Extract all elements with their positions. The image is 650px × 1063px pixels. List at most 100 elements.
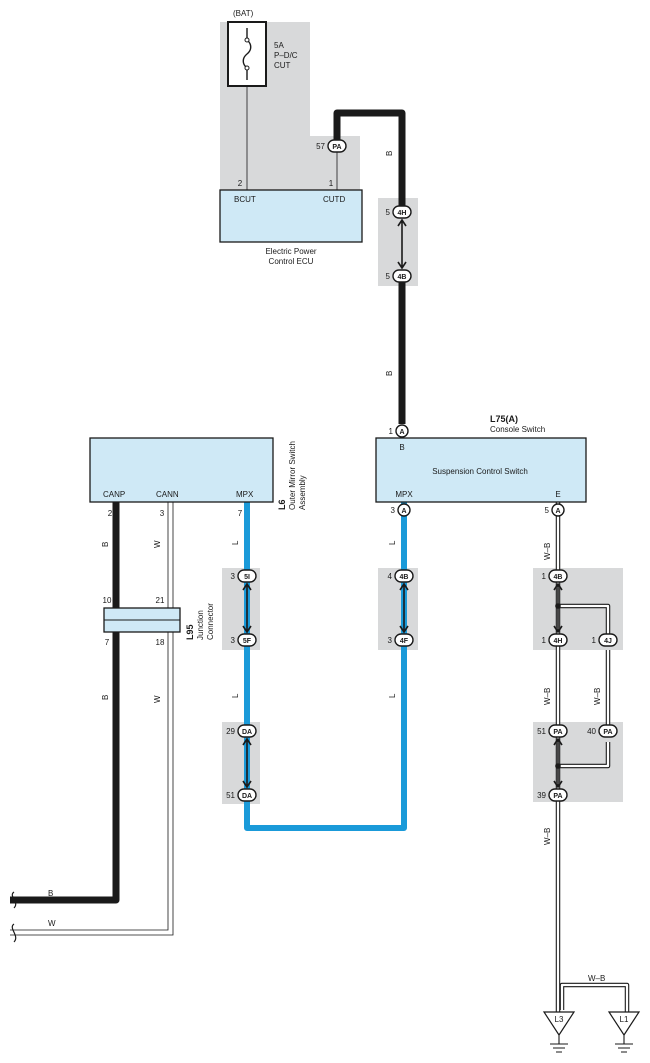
conn-3-4f: 3 4F [388,633,414,647]
conn-1-4j-body [598,633,618,647]
conn-39-pa-body [548,788,568,802]
arrow-4h-4b [397,218,407,270]
fuse-name-2: CUT [274,61,291,70]
conn-5-4b: 5 4B [386,269,412,283]
ground-l3-icon [550,1035,568,1053]
conn-3-5f: 3 5F [231,633,257,647]
conn-3-5f-code: 5F [243,638,252,645]
ground-l1: L1 [607,1011,641,1053]
conn-3-5i-body [237,569,257,583]
conn-1-4h-code: 4H [554,638,563,645]
conn-1-4j-pin: 1 [592,636,597,645]
conn-57-pa-pin: 57 [316,142,325,151]
mirror-pin-mpx: MPX [236,490,254,499]
arrow-5i-5f [242,582,252,634]
arrow-da [242,737,252,789]
conn-4-4b-pin: 4 [388,572,393,581]
conn-susp-b: 1 A [389,424,409,438]
conn-39-pa-code: PA [553,793,562,800]
junction-connector: 10 21 7 18 L95 Junction Connector [103,596,215,647]
conn-1-4h-body [548,633,568,647]
mirror-pin-cann-no: 3 [160,509,165,518]
suspension-code: L75(A) [490,414,518,424]
conn-4-4b: 4 4B [388,569,414,583]
junction-name-1: Junction [196,610,205,640]
conn-susp-b-code: A [399,429,404,436]
wire-label-b-left-lower: B [101,695,110,700]
conn-51-da-body [237,788,257,802]
wire-b-top [333,109,406,212]
wire-label-wb-ground: W–B [588,974,605,983]
fuse-terminal-top [244,37,250,43]
wire-l-mirror [244,502,407,831]
conn-5-4b-code: 4B [398,274,407,281]
ground-l1-label: L1 [620,1015,629,1024]
junction-pin-10: 10 [103,596,112,605]
conn-5-4b-pin: 5 [386,272,391,281]
junction-code: L95 [185,624,195,640]
arrow-4b-4f [399,582,409,634]
conn-1-4b-body [548,569,568,583]
wire-label-l-mirror-lower: L [231,693,240,698]
conn-susp-mpx-code: A [401,508,406,515]
conn-51-pa-body [548,724,568,738]
conn-39-pa-pin: 39 [537,791,546,800]
suspension-pin-mpx: MPX [395,490,413,499]
conn-1-4b-code: 4B [554,574,563,581]
wire-label-wb-upper: W–B [543,543,552,560]
conn-3-5i-code: 5I [244,574,250,581]
suspension-box [375,437,587,503]
conn-4-4b-body [394,569,414,583]
conn-susp-b-circle [395,424,409,438]
conn-3-4f-body [394,633,414,647]
fuse-name-1: P–D/C [274,51,298,60]
conn-susp-mpx: 3 A [391,503,411,517]
ecu-box [219,189,363,243]
conn-40-pa-pin: 40 [587,727,596,736]
conn-susp-e-pin: 5 [545,506,550,515]
ground-l3-label: L3 [555,1015,564,1024]
conn-susp-e: 5 A [545,503,565,517]
mirror-pin-canp: CANP [103,490,125,499]
wire-label-b-mid: B [385,371,394,376]
ground-l3-triangle [542,1011,576,1037]
conn-5-4b-body [392,269,412,283]
conn-51-da: 51 DA [226,788,257,802]
arrow-4b-4h [553,582,563,634]
conn-5-4h-pin: 5 [386,208,391,217]
ecu-pin-cutd-no: 1 [329,179,334,188]
suspension-control-switch: L75(A) Console Switch B Suspension Contr… [375,414,587,503]
connection-arrows [242,218,563,789]
wire-cann-a [10,502,169,931]
conn-29-da-pin: 29 [226,727,235,736]
wire-cann-b [10,502,174,936]
conn-susp-mpx-pin: 3 [391,506,396,515]
conn-1-4b: 1 4B [542,569,568,583]
conn-susp-e-circle [551,503,565,517]
conn-57-pa-body [327,139,347,153]
suspension-name: Suspension Control Switch [432,467,528,476]
conn-40-pa-code: PA [603,729,612,736]
fuse-terminal-bottom [244,65,250,71]
wire-label-l-susp-upper: L [388,540,397,545]
conn-susp-b-pin: 1 [389,427,394,436]
conn-51-pa-code: PA [553,729,562,736]
conn-29-da: 29 DA [226,724,257,738]
ecu-name-1: Electric Power [265,247,316,256]
conn-3-4f-code: 4F [400,638,409,645]
mirror-pin-cann: CANN [156,490,179,499]
wire-label-wb-lower: W–B [543,828,552,845]
conn-1-4b-pin: 1 [542,572,547,581]
wire-label-b-left-upper: B [101,542,110,547]
conn-1-4j-code: 4J [604,638,612,645]
conn-susp-e-code: A [555,508,560,515]
suspension-subtitle: Console Switch [490,425,545,434]
outer-mirror-switch: CANP CANN MPX 2 3 7 L6 Outer Mirror Swit… [89,437,307,518]
wire-label-b-bottom: B [48,889,53,898]
mirror-pin-canp-no: 2 [108,509,113,518]
conn-51-pa: 51 PA [537,724,568,738]
conn-3-5f-pin: 3 [231,636,236,645]
conn-40-pa-body [598,724,618,738]
conn-3-5i-pin: 3 [231,572,236,581]
